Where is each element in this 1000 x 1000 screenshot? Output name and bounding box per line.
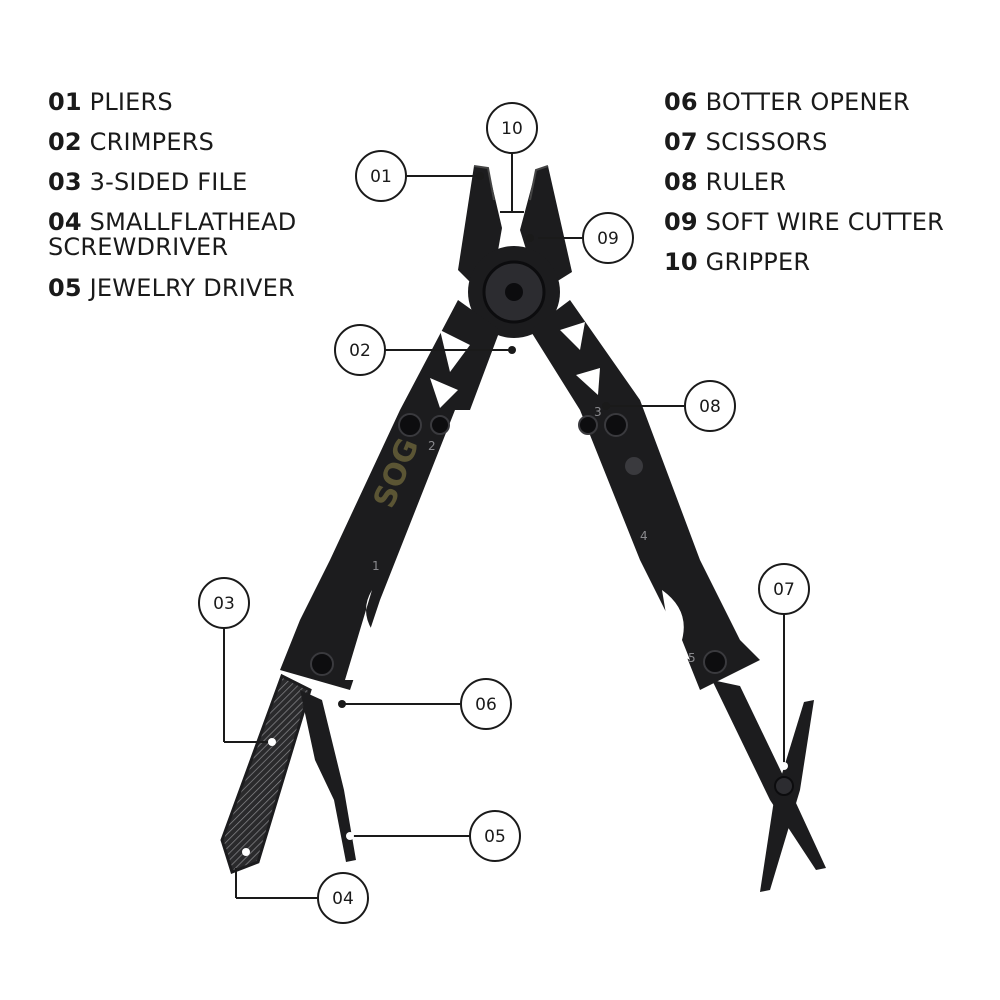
ruler-mark: 1 — [372, 559, 380, 573]
right-handle: 3 4 5 — [530, 300, 760, 690]
callout-number: 05 — [484, 827, 506, 847]
legend-right: 06 BOTTER OPENER 07 SCISSORS 08 RULER 09… — [664, 82, 944, 282]
legend-number: 06 — [664, 88, 698, 116]
legend-label: CRIMPERS — [89, 128, 215, 156]
legend-item-gripper: 10 GRIPPER — [664, 242, 944, 282]
legend-number: 09 — [664, 208, 698, 236]
callout-02: 02 — [334, 324, 386, 376]
legend-item-file: 03 3-SIDED FILE — [48, 162, 296, 202]
jewelry-driver — [300, 690, 356, 862]
callout-number: 02 — [349, 341, 371, 361]
callout-number: 06 — [475, 695, 497, 715]
callout-07: 07 — [758, 563, 810, 615]
pivot-hub — [468, 246, 560, 338]
callout-number: 07 — [773, 580, 795, 600]
scissors — [712, 680, 826, 892]
callout-10: 10 — [486, 102, 538, 154]
legend-item-crimpers: 02 CRIMPERS — [48, 122, 296, 162]
legend-label: SCISSORS — [705, 128, 828, 156]
legend-number: 02 — [48, 128, 82, 156]
callout-number: 09 — [597, 229, 619, 249]
legend-left: 01 PLIERS 02 CRIMPERS 03 3-SIDED FILE 04… — [48, 82, 296, 308]
left-handle: SOG 2 1 — [280, 300, 500, 690]
ruler-mark: 5 — [688, 651, 696, 665]
callout-04: 04 — [317, 872, 369, 924]
callout-09: 09 — [582, 212, 634, 264]
callout-08: 08 — [684, 380, 736, 432]
legend-label: RULER — [705, 168, 787, 196]
ruler-mark: 4 — [640, 529, 648, 543]
callout-03: 03 — [198, 577, 250, 629]
legend-item-ruler: 08 RULER — [664, 162, 944, 202]
legend-number: 01 — [48, 88, 82, 116]
legend-item-scissors: 07 SCISSORS — [664, 122, 944, 162]
callout-dots — [268, 172, 788, 840]
legend-number: 08 — [664, 168, 698, 196]
callout-number: 08 — [699, 397, 721, 417]
callout-number: 01 — [370, 167, 392, 187]
legend-label: BOTTER OPENER — [705, 88, 910, 116]
legend-number: 05 — [48, 274, 82, 302]
legend-label-continued: SCREWDRIVER — [48, 233, 229, 261]
legend-number: 10 — [664, 248, 698, 276]
legend-number: 04 — [48, 208, 82, 236]
file-blade — [220, 673, 312, 874]
legend-item-wire-cutter: 09 SOFT WIRE CUTTER — [664, 202, 944, 242]
callout-05: 05 — [469, 810, 521, 862]
legend-item-jewelry-driver: 05 JEWELRY DRIVER — [48, 268, 296, 308]
legend-label: PLIERS — [89, 88, 173, 116]
legend-label: GRIPPER — [705, 248, 811, 276]
legend-number: 03 — [48, 168, 82, 196]
legend-item-screwdriver: 04 SMALLFLATHEAD SCREWDRIVER — [48, 202, 296, 260]
legend-label: JEWELRY DRIVER — [89, 274, 295, 302]
ruler-mark: 2 — [428, 439, 436, 453]
legend-item-pliers: 01 PLIERS — [48, 82, 296, 122]
legend-label: SOFT WIRE CUTTER — [705, 208, 944, 236]
callout-number: 03 — [213, 594, 235, 614]
legend-label: 3-SIDED FILE — [89, 168, 248, 196]
legend-item-bottle-opener: 06 BOTTER OPENER — [664, 82, 944, 122]
callout-lines — [223, 152, 785, 899]
callout-number: 04 — [332, 889, 354, 909]
callout-number: 10 — [501, 119, 523, 139]
ruler-mark: 3 — [594, 405, 602, 419]
callout-01: 01 — [355, 150, 407, 202]
callout-06: 06 — [460, 678, 512, 730]
legend-label: SMALLFLATHEAD — [89, 208, 297, 236]
legend-number: 07 — [664, 128, 698, 156]
